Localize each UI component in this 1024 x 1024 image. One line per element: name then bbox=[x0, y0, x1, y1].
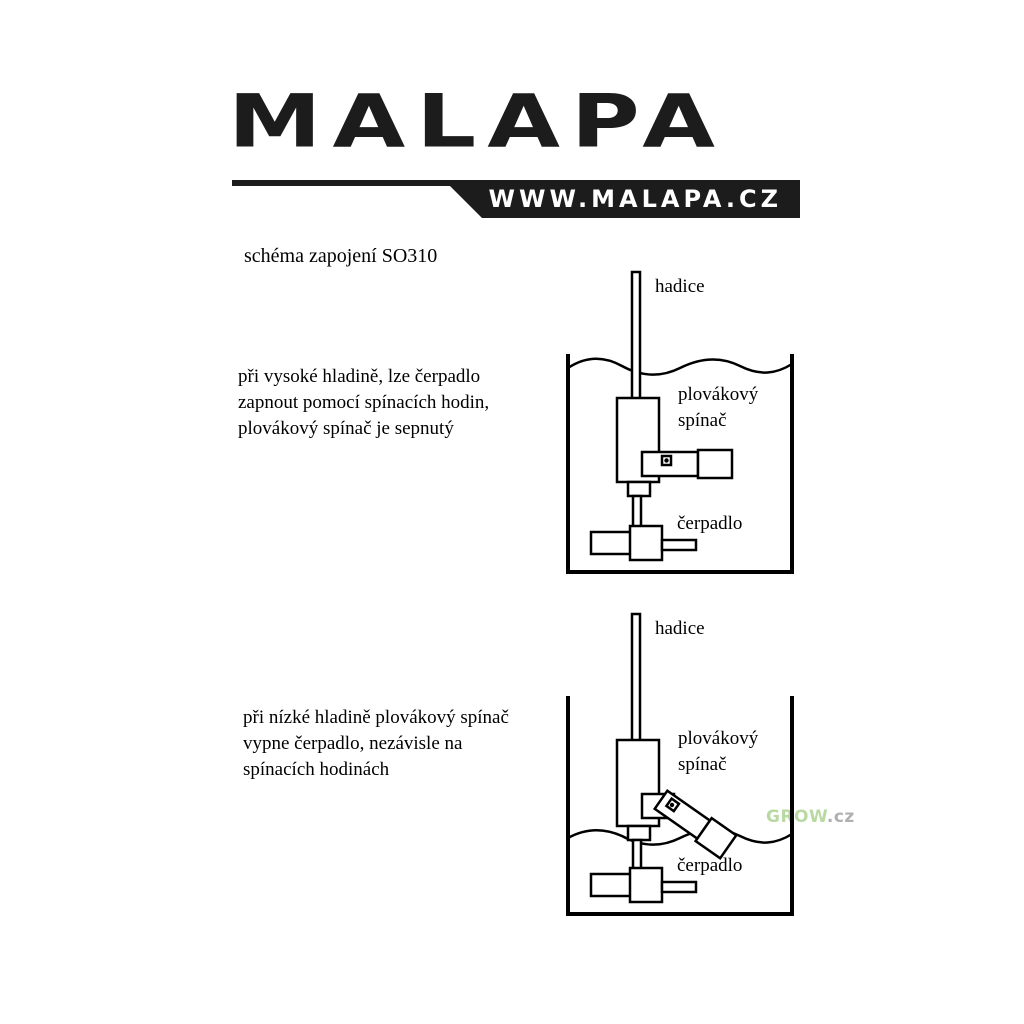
pump-high bbox=[589, 480, 698, 562]
hose-label-low: hadice bbox=[655, 618, 705, 639]
logo-wordmark: MALAPA bbox=[228, 79, 726, 165]
watermark-brand: GROW bbox=[766, 807, 827, 827]
float-switch-low bbox=[615, 738, 738, 860]
watermark-tld: .cz bbox=[826, 807, 855, 827]
tank-high bbox=[566, 354, 794, 574]
logo-url: WWW.MALAPA.CZ bbox=[488, 185, 782, 213]
tank-low bbox=[566, 696, 794, 916]
hose-label-high: hadice bbox=[655, 276, 705, 297]
float-switch-label-low: plovákový spínač bbox=[678, 728, 759, 775]
grow-watermark: GROW.cz bbox=[766, 807, 855, 827]
malapa-logo: MALAPA WWW.MALAPA.CZ bbox=[228, 79, 800, 218]
high-level-description: při vysoké hladině, lze čerpadlo zapnout… bbox=[238, 366, 490, 439]
float-switch-high bbox=[615, 396, 734, 484]
pump-label-low: čerpadlo bbox=[677, 855, 743, 876]
low-level-description: při nízké hladině plovákový spínač vypne… bbox=[243, 707, 509, 780]
pump-label-high: čerpadlo bbox=[677, 513, 743, 534]
float-switch-label-high: plovákový spínač bbox=[678, 384, 759, 431]
page-title: schéma zapojení SO310 bbox=[244, 245, 438, 267]
logo-url-bar: WWW.MALAPA.CZ bbox=[232, 180, 800, 218]
pump-low bbox=[589, 824, 698, 904]
